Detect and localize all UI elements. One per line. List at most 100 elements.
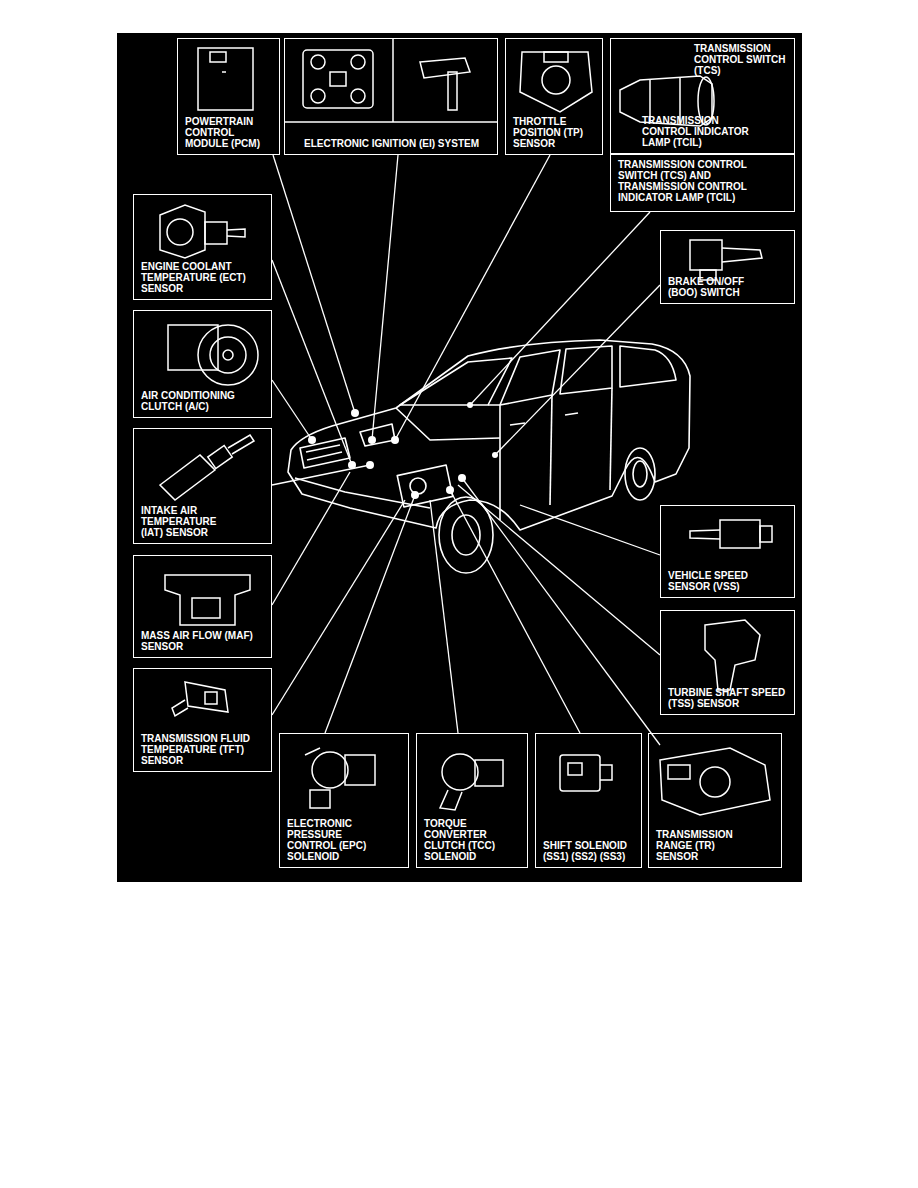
component-icon [420,58,470,78]
minivan-illustration [400,358,512,405]
component-label: TRANSMISSION CONTROL SWITCH (TCS) AND TR… [618,159,778,203]
leader-line [325,495,415,733]
component-label: TRANSMISSION CONTROL INDICATOR LAMP (TCI… [642,115,764,148]
component-box: BRAKE ON/OFF (BOO) SWITCH [660,230,795,304]
component-label: AIR CONDITIONING CLUTCH (A/C) [141,390,265,412]
leader-line [272,472,350,605]
component-label: ENGINE COOLANT TEMPERATURE (ECT) SENSOR [141,261,249,294]
component-icon [440,790,462,810]
component-icon [227,229,245,237]
component-icon [228,435,254,454]
component-icon [205,692,217,704]
component-icon [660,748,770,815]
location-dot [366,461,374,469]
minivan-illustration [510,423,525,425]
leader-line [520,505,660,555]
component-icon [330,72,346,86]
component-icon [351,55,365,69]
location-dot [411,491,419,499]
minivan-illustration [397,465,453,507]
minivan-illustration [396,408,500,440]
component-icon [210,52,226,62]
leader-line [273,155,355,413]
leader-line [458,485,660,655]
component-icon [305,748,320,755]
component-label: TRANSMISSION CONTROL SWITCH (TCS) [694,43,788,76]
component-icon [542,66,570,94]
component-icon [520,52,592,112]
location-dot [391,436,399,444]
leader-line [272,260,352,465]
component-icon [720,520,760,548]
component-icon [172,700,188,716]
location-dot [368,436,376,444]
component-icon [312,752,348,788]
component-box: ELECTRONIC IGNITION (EI) SYSTEM [284,38,498,155]
black-ground [117,33,802,882]
component-label: BRAKE ON/OFF (BOO) SWITCH [668,276,768,298]
minivan-illustration [288,340,690,530]
component-box: TORQUE CONVERTER CLUTCH (TCC) SOLENOID [416,733,528,868]
leader-line [272,500,405,715]
component-label: TRANSMISSION FLUID TEMPERATURE (TFT) SEN… [141,733,263,766]
leader-line [430,500,458,733]
leader-line [495,285,660,455]
box-divider [284,121,498,123]
component-icon [310,790,330,808]
leader-line [372,155,398,440]
component-label: TRANSMISSION RANGE (TR) SENSOR [656,829,756,862]
component-icon [760,526,772,542]
location-dot [446,486,454,494]
component-icon [560,755,600,791]
leader-line [272,465,370,485]
component-icon [198,48,253,110]
leader-line [272,380,312,440]
component-box: AIR CONDITIONING CLUTCH (A/C) [133,310,272,418]
minivan-illustration [633,461,647,487]
location-dot [458,474,466,482]
component-label: SHIFT SOLENOID (SS1) (SS2) (SS3) [543,840,635,862]
component-icon [690,240,722,270]
leader-line [395,155,550,440]
component-box: ELECTRONIC PRESSURE CONTROL (EPC) SOLENO… [279,733,409,868]
component-icon [722,248,762,262]
minivan-illustration [306,445,342,460]
minivan-illustration [360,424,395,446]
minivan-illustration [550,395,552,505]
minivan-illustration [295,478,430,508]
component-label: VEHICLE SPEED SENSOR (VSS) [668,570,768,592]
component-icon [160,455,215,500]
component-icon [690,530,720,539]
location-dot [348,461,356,469]
location-dot [308,402,498,499]
component-icon [600,765,612,780]
component-icon [222,71,226,73]
component-icon [303,50,373,108]
minivan-illustration [410,478,426,494]
component-box: SHIFT SOLENOID (SS1) (SS2) (SS3) [535,733,642,868]
component-box: POWERTRAIN CONTROL MODULE (PCM) [177,38,280,155]
component-label: ELECTRONIC PRESSURE CONTROL (EPC) SOLENO… [287,818,389,862]
leader-line [272,155,660,745]
location-dot [492,452,498,458]
component-icon [311,89,325,103]
component-box: MASS AIR FLOW (MAF) SENSOR [133,555,272,658]
component-label: INTAKE AIR TEMPERATURE (IAT) SENSOR [141,505,233,538]
component-icon [448,72,457,110]
minivan-illustration [565,413,578,415]
component-icon [167,219,193,245]
component-box: TRANSMISSION FLUID TEMPERATURE (TFT) SEN… [133,668,272,772]
location-dot [351,409,359,417]
minivan-illustration [610,388,612,490]
leader-line [462,478,660,745]
component-box: THROTTLE POSITION (TP) SENSOR [505,38,603,155]
component-icon [208,446,232,469]
minivan-illustration [488,405,500,520]
component-icon [223,350,233,360]
component-box: TURBINE SHAFT SPEED (TSS) SENSOR [660,610,795,715]
component-icon [442,754,478,790]
component-icon [475,760,503,786]
component-icon [668,765,690,779]
